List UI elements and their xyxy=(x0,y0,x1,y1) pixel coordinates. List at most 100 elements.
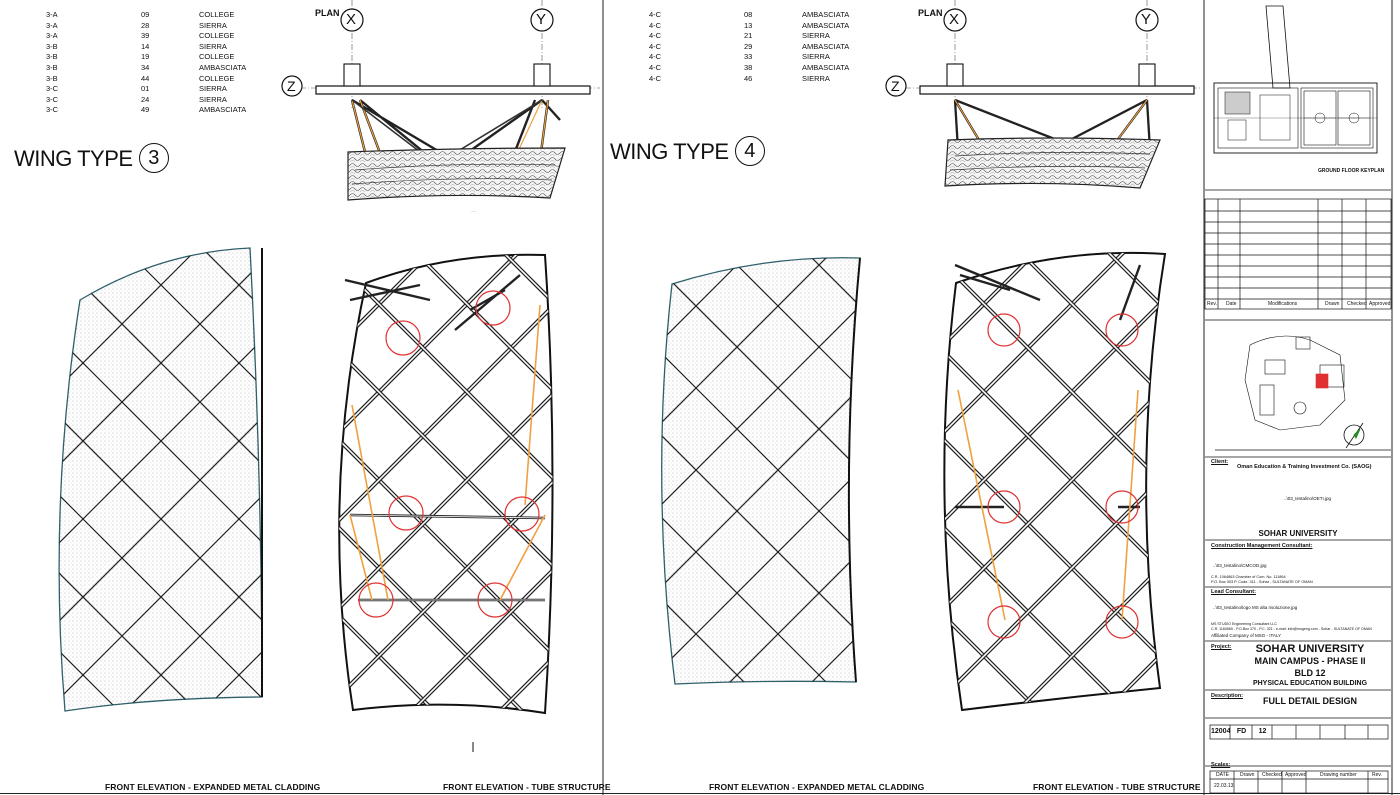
panel-finish-cell: SIERRA xyxy=(199,20,227,30)
panel-number-cell: 09 xyxy=(141,10,150,19)
rev-header-date: Date xyxy=(1226,301,1237,307)
panel-number-cell: 46 xyxy=(744,73,753,83)
lead-line3: Affiliated Company of MSG - ITALY xyxy=(1211,633,1282,638)
panel-number-cell: 44 xyxy=(141,73,150,83)
date-value: 22.03.13 xyxy=(1214,783,1234,789)
svg-text:-----: ----- xyxy=(471,209,476,213)
client-logo-path: ..\03_testalino\OETI.jpg xyxy=(1284,496,1332,501)
panel-type-cell: 3-B xyxy=(46,52,58,62)
keyplan-caption: GROUND FLOOR KEYPLAN xyxy=(1318,168,1385,174)
lead-line2: C.R. 1160665 - P.O.Box 370 - P.C. 321 - … xyxy=(1211,627,1372,631)
cm-label: Construction Management Consultant: xyxy=(1211,543,1313,549)
right-axis-z-label: Z xyxy=(891,78,900,94)
left-plan-view xyxy=(281,0,600,201)
left-axis-z-label: Z xyxy=(287,78,296,94)
panel-type-cell: 3-B xyxy=(46,73,58,83)
right-cladding-elevation xyxy=(661,257,861,685)
right-tube-elevation xyxy=(943,251,1167,712)
panel-number-cell: 34 xyxy=(141,62,150,72)
panel-finish-cell: SIERRA xyxy=(199,94,227,104)
project-line2: MAIN CAMPUS - PHASE II xyxy=(1254,656,1366,666)
project-label: Project: xyxy=(1211,644,1232,650)
left-cladding-elevation xyxy=(58,247,264,712)
panel-finish-cell: SIERRA xyxy=(199,84,227,94)
panel-type-cell: 4-C xyxy=(649,41,662,51)
panel-number-cell: 49 xyxy=(141,105,150,115)
project-line4: PHYSICAL EDUCATION BUILDING xyxy=(1252,680,1368,687)
rev-header-approved: Approved xyxy=(1369,301,1391,307)
code-value-phase: FD xyxy=(1236,728,1247,735)
title-block-graphics xyxy=(1204,5,1392,794)
left-axis-x-label: X xyxy=(346,11,357,28)
panel-type-cell: 3-B xyxy=(46,62,58,72)
panel-finish-cell: SIERRA xyxy=(199,41,227,51)
rev-header-rev: Rev. xyxy=(1207,301,1217,307)
panel-type-cell: 3-C xyxy=(46,105,59,115)
schedule-row: 4-C 29 AMBASCIATA xyxy=(649,42,849,53)
schedule-row: 4-C 46 SIERRA xyxy=(649,74,849,85)
panel-finish-cell: SIERRA xyxy=(802,73,830,83)
rev-header-drawn: Drawn xyxy=(1325,301,1340,307)
panel-type-cell: 4-C xyxy=(649,73,662,83)
bottom-header-checked: Checked xyxy=(1262,772,1282,778)
bottom-table xyxy=(1209,770,1389,794)
panel-number-cell: 01 xyxy=(141,84,150,94)
rev-header-checked: Checked xyxy=(1347,301,1367,307)
panel-number-cell: 14 xyxy=(141,41,150,51)
cm-logo-path: ..\03_testalino\CMCOD.jpg xyxy=(1213,563,1267,568)
panel-type-cell: 4-C xyxy=(649,31,662,41)
panel-finish-cell: AMBASCIATA xyxy=(199,62,247,72)
panel-finish-cell: AMBASCIATA xyxy=(802,62,850,72)
panel-finish-cell: COLLEGE xyxy=(199,52,235,62)
panel-number-cell: 13 xyxy=(744,20,753,30)
panel-number-cell: 29 xyxy=(744,41,753,51)
left-wing-title-text: WING TYPE xyxy=(14,145,133,171)
description-label: Description: xyxy=(1211,693,1244,699)
description-value: FULL DETAIL DESIGN xyxy=(1262,696,1357,706)
right-caption-tube: FRONT ELEVATION - TUBE STRUCTURE xyxy=(1033,782,1201,792)
lead-label: Lead Consultant: xyxy=(1211,589,1256,595)
panel-type-cell: 3-B xyxy=(46,41,58,51)
panel-type-cell: 4-C xyxy=(649,62,662,72)
panel-number-cell: 19 xyxy=(141,52,150,62)
code-row xyxy=(1209,724,1389,740)
panel-finish-cell: COLLEGE xyxy=(199,31,235,41)
panel-finish-cell: AMBASCIATA xyxy=(802,41,850,51)
bottom-header-approved: Approved xyxy=(1285,772,1307,778)
panel-number-cell: 39 xyxy=(141,31,150,41)
left-plan-label: PLAN xyxy=(315,8,340,18)
schedule-row: 4-C 38 AMBASCIATA xyxy=(649,63,849,74)
code-value-project: 12004 xyxy=(1211,728,1231,735)
lead-logo-path: ..\03_testalino\logo MS alta risoluzione… xyxy=(1213,605,1298,610)
university-name: SOHAR UNIVERSITY xyxy=(1258,529,1338,538)
right-wing-title-text: WING TYPE xyxy=(610,138,729,164)
schedule-row: 3-B 14 SIERRA xyxy=(46,42,246,53)
bottom-header-drawing-number: Drawing number xyxy=(1320,772,1357,778)
panel-number-cell: 21 xyxy=(744,31,753,41)
panel-number-cell: 38 xyxy=(744,62,753,72)
panel-number-cell: 08 xyxy=(744,10,753,19)
client-label: Client: xyxy=(1211,459,1229,465)
cm-line2: P.O. Box 303 P. Code. 311 - Sohar - SULT… xyxy=(1211,580,1313,584)
cm-line1: C.R. 1064863 Chamber of Com. No. 111864 xyxy=(1211,575,1286,579)
right-axis-x-label: X xyxy=(949,11,960,28)
right-axis-y-label: Y xyxy=(1141,11,1152,28)
panel-number-cell: 33 xyxy=(744,52,753,62)
right-wing-number: 4 xyxy=(734,136,765,166)
bottom-header-drawn: Drawn xyxy=(1240,772,1255,778)
project-line3: BLD 12 xyxy=(1294,668,1326,678)
panel-type-cell: 3-A xyxy=(46,20,58,30)
